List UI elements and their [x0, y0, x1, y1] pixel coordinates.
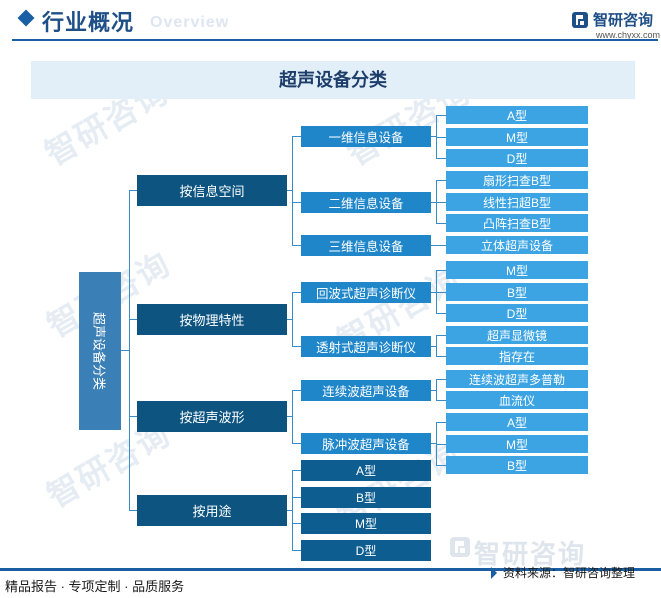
logo-url: www.chyxx.com	[596, 30, 661, 40]
connector	[287, 510, 293, 511]
leaf-node: M型	[446, 128, 588, 146]
connector	[436, 465, 446, 466]
connector	[287, 319, 293, 320]
connector	[436, 356, 446, 357]
logo-icon	[572, 12, 588, 28]
leaf-node: 凸阵扫查B型	[446, 214, 588, 232]
tree-root-node: 超声设备分类	[79, 272, 121, 430]
connector	[292, 202, 301, 203]
category-by-usage: 按用途	[137, 495, 287, 526]
node-transmission-diagnostic: 透射式超声诊断仪	[301, 336, 431, 357]
connector	[436, 444, 446, 445]
header-ghost-text: Overview	[150, 14, 230, 31]
connector	[292, 390, 301, 391]
connector	[287, 190, 293, 191]
leaf-node: 立体超声设备	[446, 236, 588, 254]
logo-text: 智研咨询	[593, 12, 654, 29]
tree-root-label: 超声设备分类	[91, 311, 107, 391]
leaf-node: 指存在	[446, 347, 588, 365]
connector	[431, 292, 437, 293]
data-source: 资料来源：智研咨询整理	[503, 566, 636, 580]
node-usage-b-type: B型	[301, 487, 431, 508]
leaf-node: B型	[446, 456, 588, 474]
connector	[129, 319, 137, 320]
connector	[431, 202, 437, 203]
node-1d-information-device: 一维信息设备	[301, 126, 431, 147]
connector	[129, 416, 137, 417]
connector	[129, 510, 137, 511]
leaf-node: B型	[446, 283, 588, 301]
connector	[292, 443, 301, 444]
connector	[129, 190, 130, 511]
connector	[292, 136, 301, 137]
connector	[436, 379, 437, 401]
node-usage-a-type: A型	[301, 460, 431, 481]
connector	[292, 245, 301, 246]
connector	[129, 190, 137, 191]
leaf-node: 超声显微镜	[446, 326, 588, 344]
source-triangle-icon	[491, 567, 497, 579]
node-usage-m-type: M型	[301, 513, 431, 534]
connector	[292, 497, 301, 498]
connector	[292, 292, 301, 293]
connector	[292, 390, 293, 444]
node-2d-information-device: 二维信息设备	[301, 192, 431, 213]
connector	[431, 443, 437, 444]
node-3d-information-device: 三维信息设备	[301, 235, 431, 256]
connector	[287, 416, 293, 417]
leaf-node: 扇形扫查B型	[446, 171, 588, 189]
connector	[436, 400, 446, 401]
node-pulse-wave-device: 脉冲波超声设备	[301, 433, 431, 454]
connector	[436, 223, 446, 224]
connector	[436, 137, 446, 138]
connector	[431, 390, 437, 391]
connector	[436, 313, 446, 314]
connector	[292, 136, 293, 246]
leaf-node: D型	[446, 304, 588, 322]
connector	[436, 180, 446, 181]
title-banner	[31, 61, 635, 99]
diagram-title: 超声设备分类	[279, 70, 387, 90]
footer-slogan: 精品报告 · 专项定制 · 品质服务	[5, 579, 185, 594]
connector	[436, 270, 446, 271]
connector	[292, 523, 301, 524]
leaf-node: 连续波超声多普勒	[446, 370, 588, 388]
node-echo-diagnostic: 回波式超声诊断仪	[301, 282, 431, 303]
connector	[292, 470, 293, 551]
connector	[292, 292, 293, 347]
leaf-node: D型	[446, 149, 588, 167]
connector	[436, 422, 446, 423]
footer-divider	[0, 568, 661, 571]
leaf-node: M型	[446, 261, 588, 279]
node-continuous-wave-device: 连续波超声设备	[301, 380, 431, 401]
category-by-waveform: 按超声波形	[137, 401, 287, 432]
connector	[436, 335, 446, 336]
connector	[436, 379, 446, 380]
connector	[292, 550, 301, 551]
leaf-node: M型	[446, 435, 588, 453]
header-divider	[12, 39, 658, 41]
page-title: 行业概况	[42, 10, 135, 35]
leaf-node: 线性扫超B型	[446, 193, 588, 211]
connector	[436, 158, 446, 159]
leaf-node: A型	[446, 413, 588, 431]
category-by-information-space: 按信息空间	[137, 175, 287, 206]
header-diamond-icon	[17, 9, 35, 27]
connector	[431, 346, 437, 347]
connector	[431, 245, 446, 246]
footer-logo-icon	[450, 537, 470, 557]
connector	[436, 202, 446, 203]
leaf-node: A型	[446, 106, 588, 124]
connector	[292, 470, 301, 471]
category-by-physical-property: 按物理特性	[137, 304, 287, 335]
connector	[121, 350, 130, 351]
connector	[436, 335, 437, 357]
connector	[431, 136, 437, 137]
footer-logo-text: 智研咨询	[474, 539, 587, 569]
connector	[292, 346, 301, 347]
leaf-node: 血流仪	[446, 391, 588, 409]
connector	[436, 292, 446, 293]
node-usage-d-type: D型	[301, 540, 431, 561]
connector	[436, 115, 446, 116]
